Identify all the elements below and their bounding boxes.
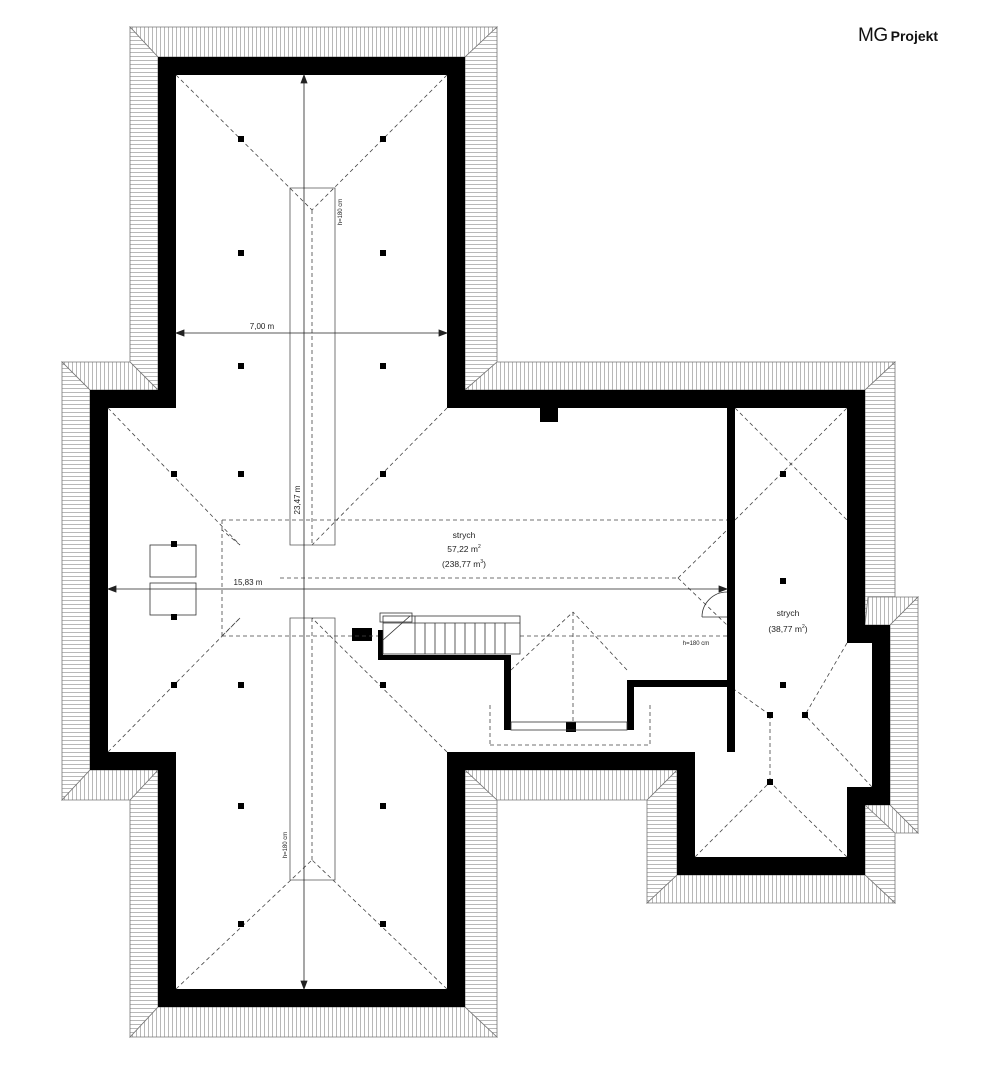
room-volume-side: (38,77 m2) (768, 624, 807, 634)
logo-projekt: Projekt (890, 28, 939, 44)
room-area-main-sup: 2 (478, 544, 481, 550)
room-area-main-value: 57,22 m (447, 544, 478, 554)
height-label-mid: h=180 cm (683, 641, 710, 647)
roof-eaves (61, 25, 919, 1039)
room-volume-side-sup: 2 (802, 624, 805, 630)
dimension-width-top: 7,00 m (250, 322, 275, 331)
room-volume-side-close: ) (805, 624, 808, 634)
height-label-bottom: h=180 cm (283, 832, 289, 859)
inner-walls (352, 408, 735, 752)
logo-mg: MG (858, 25, 888, 46)
room-volume-main-value: (238,77 m (442, 559, 480, 569)
room-area-main: 57,22 m2 (447, 544, 481, 554)
roof-supports (171, 136, 808, 927)
room-name-side: strych (777, 608, 800, 618)
dimension-lines (106, 73, 729, 991)
room-volume-main: (238,77 m3) (442, 559, 486, 569)
room-volume-main-sup: 3 (480, 559, 483, 565)
ridge-boards (289, 187, 336, 881)
roof-lines (107, 74, 873, 990)
door-swing (701, 591, 728, 618)
room-name-main: strych (453, 530, 476, 540)
height-label-top: h=180 cm (338, 199, 344, 226)
room-volume-side-value: (38,77 m (768, 624, 802, 634)
dimension-total-length: 23,47 m (293, 485, 302, 514)
dimension-width-main: 15,83 m (234, 578, 263, 587)
room-volume-main-close: ) (483, 559, 486, 569)
window-frame (510, 721, 628, 731)
skylights (149, 544, 197, 616)
stairs (379, 612, 521, 655)
outer-walls (90, 57, 890, 1007)
